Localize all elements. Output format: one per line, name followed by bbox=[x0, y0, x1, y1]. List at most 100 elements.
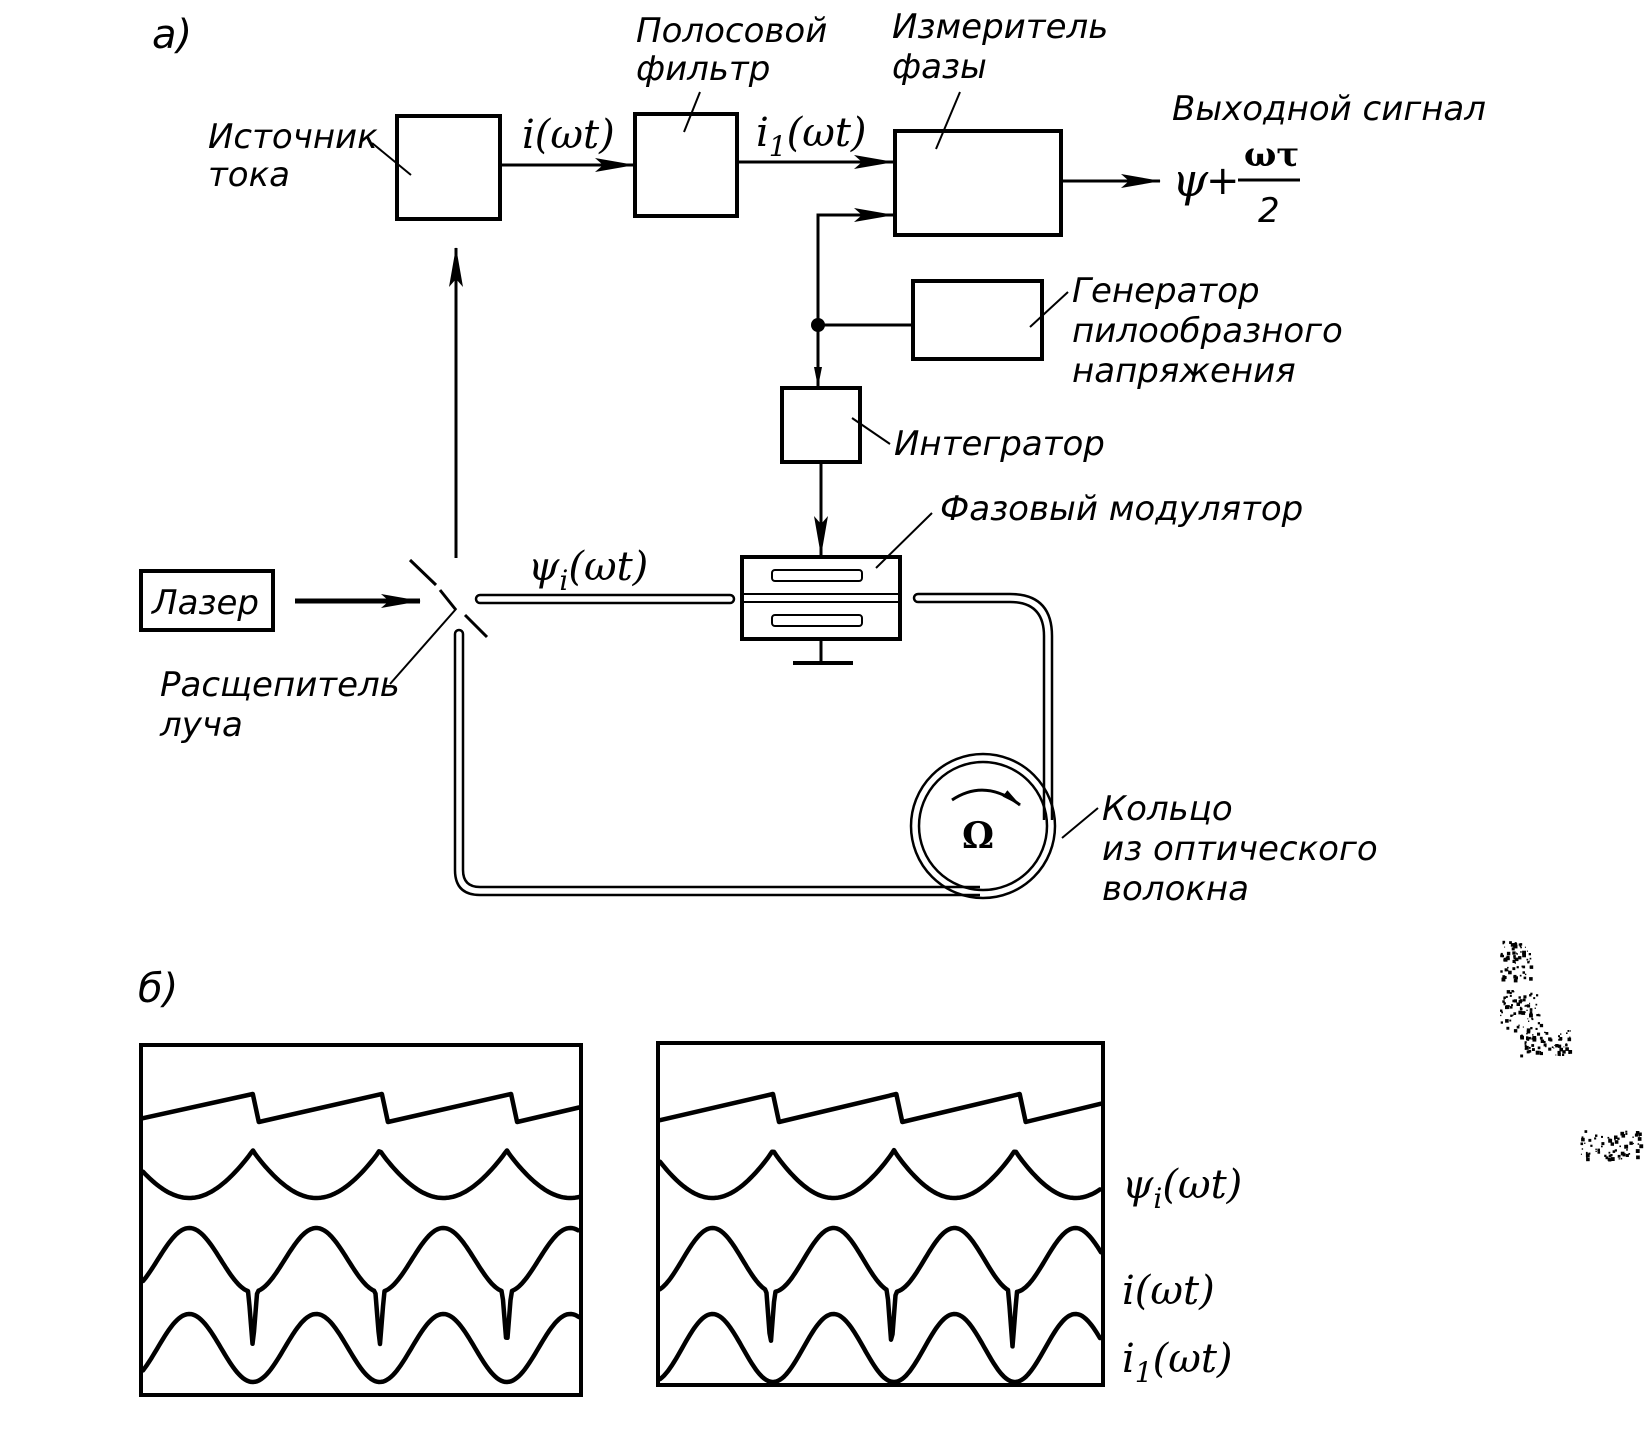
noise-speck bbox=[1557, 1052, 1561, 1056]
fiber-coil-label-line1: Кольцо bbox=[1102, 789, 1233, 829]
noise-speck bbox=[1584, 1142, 1586, 1144]
noise-speck bbox=[1529, 1008, 1533, 1011]
oscillogram-left bbox=[139, 1043, 583, 1397]
noise-speck bbox=[1505, 995, 1508, 998]
noise-speck bbox=[1529, 957, 1532, 960]
noise-speck bbox=[1510, 943, 1515, 947]
noise-speck bbox=[1539, 1051, 1542, 1053]
noise-speck bbox=[1610, 1142, 1614, 1146]
i1-trace bbox=[657, 1311, 1103, 1385]
noise-speck bbox=[1506, 990, 1511, 994]
noise-speck bbox=[1584, 1130, 1588, 1133]
noise-speck bbox=[1509, 992, 1512, 995]
noise-speck bbox=[1535, 1027, 1538, 1030]
bandpass-filter-label-line2: фильтр bbox=[636, 49, 770, 89]
noise-speck bbox=[1524, 946, 1526, 948]
noise-speck bbox=[1526, 1028, 1531, 1032]
noise-speck bbox=[1504, 946, 1506, 948]
noise-speck bbox=[1610, 1154, 1613, 1157]
panel-a-label: а) bbox=[152, 12, 192, 58]
noise-speck bbox=[1503, 957, 1508, 962]
noise-speck bbox=[1580, 1153, 1582, 1155]
noise-speck bbox=[1590, 1144, 1593, 1147]
noise-speck bbox=[1522, 971, 1525, 974]
noise-speck bbox=[1569, 1036, 1571, 1038]
noise-speck bbox=[1514, 957, 1519, 962]
noise-speck bbox=[1581, 1137, 1585, 1142]
noise-speck bbox=[1500, 952, 1503, 955]
noise-speck bbox=[1636, 1155, 1640, 1160]
noise-speck bbox=[1608, 1154, 1612, 1158]
noise-speck bbox=[1610, 1159, 1612, 1161]
noise-speck bbox=[1580, 1142, 1584, 1146]
noise-speck bbox=[1538, 1014, 1541, 1017]
noise-speck bbox=[1528, 1046, 1531, 1049]
noise-speck bbox=[1513, 955, 1516, 958]
noise-speck bbox=[1507, 966, 1509, 969]
noise-speck bbox=[1609, 1138, 1611, 1140]
noise-speck bbox=[1529, 1011, 1533, 1014]
omega-symbol: Ω bbox=[962, 815, 994, 857]
noise-speck bbox=[1501, 977, 1506, 982]
noise-speck bbox=[1502, 942, 1505, 945]
noise-speck bbox=[1513, 943, 1518, 947]
noise-speck bbox=[1526, 1032, 1528, 1035]
noise-speck bbox=[1511, 1004, 1513, 1007]
noise-speck bbox=[1534, 1007, 1536, 1009]
noise-speck bbox=[1522, 1026, 1524, 1028]
noise-speck bbox=[1586, 1157, 1590, 1162]
noise-speck bbox=[1526, 1009, 1528, 1011]
noise-speck bbox=[1528, 960, 1530, 962]
noise-speck bbox=[1503, 976, 1507, 979]
fiber-coil-label-line2: из оптического bbox=[1102, 829, 1378, 869]
noise-speck bbox=[1595, 1134, 1598, 1137]
noise-speck bbox=[1520, 951, 1522, 953]
noise-speck bbox=[1555, 1054, 1557, 1056]
noise-speck bbox=[1625, 1132, 1628, 1135]
noise-speck bbox=[1520, 946, 1522, 949]
noise-speck bbox=[1519, 1006, 1522, 1009]
noise-speck bbox=[1608, 1151, 1611, 1154]
optical-fiber bbox=[453, 592, 1054, 897]
psi-trace bbox=[657, 1147, 1103, 1201]
noise-speck bbox=[1601, 1142, 1605, 1146]
noise-speck bbox=[1638, 1135, 1640, 1137]
phase-modulator-label: Фазовый модулятор bbox=[940, 489, 1303, 529]
noise-speck bbox=[1626, 1149, 1628, 1151]
noise-speck bbox=[1565, 1043, 1568, 1047]
noise-speck bbox=[1555, 1044, 1559, 1048]
output-plus: + bbox=[1206, 158, 1240, 204]
noise-speck bbox=[1548, 1037, 1552, 1041]
noise-speck bbox=[1536, 994, 1539, 997]
noise-speck bbox=[1500, 1009, 1503, 1012]
noise-speck bbox=[1529, 965, 1534, 969]
noise-speck bbox=[1513, 957, 1516, 960]
noise-speck bbox=[1568, 1052, 1571, 1054]
generator-label-line3: напряжения bbox=[1072, 351, 1296, 391]
noise-speck bbox=[1523, 995, 1527, 999]
noise-speck bbox=[1505, 1005, 1510, 1009]
noise-speck bbox=[1635, 1149, 1640, 1153]
noise-speck bbox=[1526, 1004, 1531, 1008]
noise-speck bbox=[1585, 1153, 1590, 1158]
noise-speck bbox=[1513, 999, 1517, 1003]
noise-speck bbox=[1532, 1048, 1535, 1051]
noise-speck bbox=[1533, 997, 1536, 1000]
noise-speck bbox=[1607, 1157, 1611, 1161]
noise-speck bbox=[1528, 1020, 1530, 1022]
noise-speck bbox=[1536, 1014, 1539, 1017]
noise-speck bbox=[1619, 1145, 1621, 1148]
noise-speck bbox=[1518, 1010, 1523, 1015]
noise-speck bbox=[1612, 1150, 1616, 1153]
output-denominator: 2 bbox=[1258, 191, 1280, 231]
noise-speck bbox=[1516, 953, 1518, 955]
noise-speck bbox=[1527, 1018, 1529, 1020]
noise-speck bbox=[1601, 1135, 1603, 1138]
noise-speck bbox=[1506, 955, 1510, 959]
noise-speck bbox=[1538, 1013, 1540, 1016]
noise-speck bbox=[1566, 1032, 1568, 1034]
scan-noise bbox=[1500, 940, 1644, 1162]
noise-speck bbox=[1524, 1043, 1527, 1045]
current-source-label-line2: тока bbox=[208, 155, 290, 195]
noise-speck bbox=[1551, 1046, 1554, 1048]
